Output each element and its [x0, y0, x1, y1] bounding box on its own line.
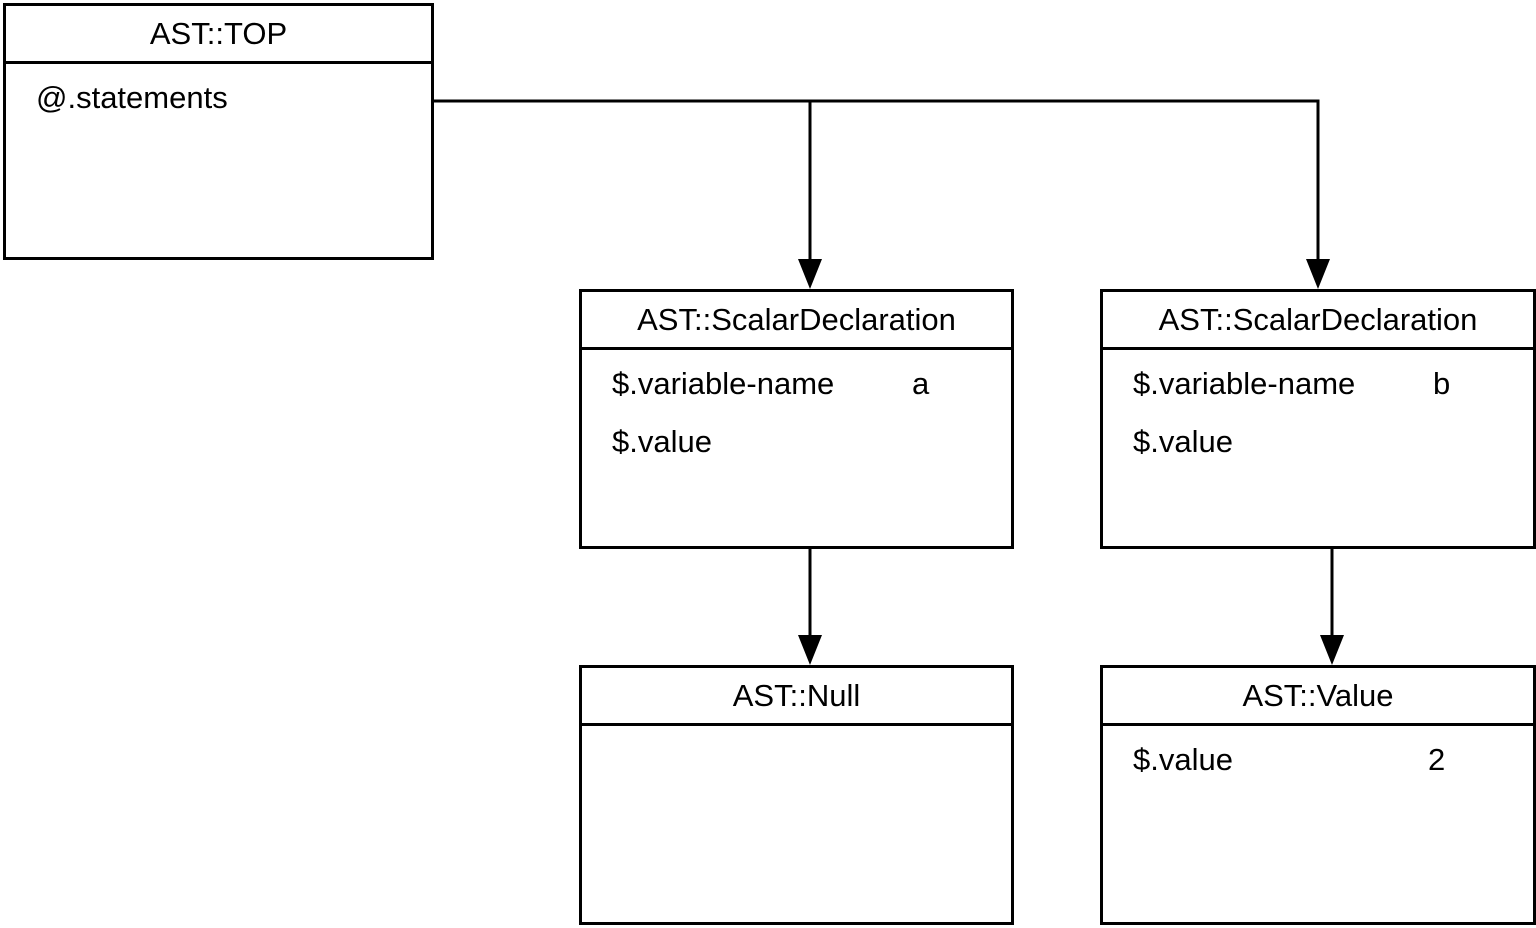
field-row-value-a: $.value: [582, 426, 1011, 484]
edge-decl-b-value-to-value-arrowhead: [1320, 635, 1344, 665]
field-row-variable-name-b: $.variable-name b: [1103, 368, 1533, 426]
edge-top-to-decl-b-arrowhead: [1306, 259, 1330, 289]
field-key-statements: @.statements: [36, 80, 228, 115]
edge-top-to-decl-a-arrowhead: [798, 259, 822, 289]
node-ast-value[interactable]: AST::Value $.value 2: [1100, 665, 1536, 925]
node-scalar-declaration-b-title: AST::ScalarDeclaration: [1103, 292, 1533, 350]
node-scalar-declaration-b[interactable]: AST::ScalarDeclaration $.variable-name b…: [1100, 289, 1536, 549]
node-scalar-declaration-a-body: $.variable-name a $.value: [582, 350, 1011, 546]
node-ast-null[interactable]: AST::Null: [579, 665, 1014, 925]
node-scalar-declaration-b-body: $.variable-name b $.value: [1103, 350, 1533, 546]
node-ast-top-body: @.statements: [6, 64, 431, 257]
field-key-value-a: $.value: [612, 424, 712, 459]
field-row-variable-name-a: $.variable-name a: [582, 368, 1011, 426]
edge-decl-a-value-to-null-arrowhead: [798, 635, 822, 665]
node-ast-null-title: AST::Null: [582, 668, 1011, 726]
node-ast-null-body: [582, 726, 1011, 922]
field-value-variable-name-a: a: [912, 366, 930, 401]
field-value-value-2: 2: [1428, 742, 1446, 777]
node-ast-top[interactable]: AST::TOP @.statements: [3, 3, 434, 260]
field-key-variable-name-a: $.variable-name: [612, 366, 835, 401]
field-row-value-2: $.value 2: [1103, 744, 1533, 802]
field-key-value-b: $.value: [1133, 424, 1233, 459]
node-ast-value-body: $.value 2: [1103, 726, 1533, 922]
edge-top-to-decl-b: [810, 99, 1320, 268]
node-ast-value-title: AST::Value: [1103, 668, 1533, 726]
field-key-variable-name-b: $.variable-name: [1133, 366, 1356, 401]
node-scalar-declaration-a[interactable]: AST::ScalarDeclaration $.variable-name a…: [579, 289, 1014, 549]
field-row-value-b: $.value: [1103, 426, 1533, 484]
field-key-value-2: $.value: [1133, 742, 1233, 777]
field-value-variable-name-b: b: [1433, 366, 1451, 401]
node-ast-top-title: AST::TOP: [6, 6, 431, 64]
node-scalar-declaration-a-title: AST::ScalarDeclaration: [582, 292, 1011, 350]
field-row-statements: @.statements: [6, 82, 431, 140]
